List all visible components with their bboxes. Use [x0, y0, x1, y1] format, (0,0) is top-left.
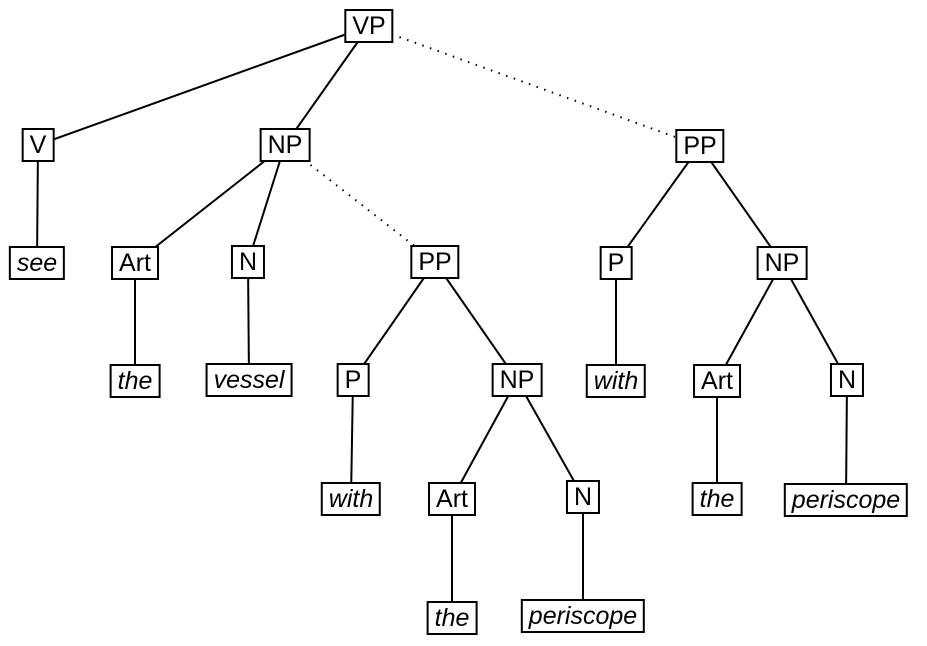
node-word-periscope-vp: periscope — [783, 483, 909, 517]
node-word-the-vp: the — [691, 482, 743, 516]
edge-ppnp-np — [434, 261, 518, 381]
edge-pnp-with — [350, 379, 354, 500]
edge-npnp-art — [451, 379, 518, 500]
node-n-object: N — [230, 245, 266, 279]
node-word-periscope-np: periscope — [520, 599, 646, 633]
node-np-np-pp: NP — [491, 363, 543, 397]
node-np-vp-pp: NP — [756, 246, 808, 280]
node-pp-vp-attach: PP — [675, 129, 725, 163]
edge-ppnp-p — [352, 261, 436, 381]
edge-ppvp-np — [699, 145, 783, 264]
node-word-with-vp: with — [585, 364, 647, 398]
node-art-np-pp: Art — [428, 482, 476, 516]
node-p-vp-pp: P — [599, 246, 633, 280]
edge-ppvp-p — [615, 145, 701, 264]
node-np-object: NP — [259, 128, 311, 162]
node-word-see: see — [8, 246, 66, 280]
edge-vp-v — [37, 25, 370, 146]
edge-npvp-n — [781, 262, 848, 381]
node-word-vessel: vessel — [205, 363, 293, 397]
node-p-np-pp: P — [336, 363, 370, 397]
node-n-np-pp: N — [565, 480, 601, 514]
node-art-vp-pp: Art — [693, 364, 741, 398]
node-v: V — [21, 128, 55, 162]
edge-nvp-periscope — [845, 379, 848, 501]
edge-vp-pp-dotted — [368, 25, 701, 147]
node-word-the-1: the — [109, 364, 161, 398]
edge-npvp-art — [716, 262, 783, 382]
node-word-the-np: the — [426, 601, 478, 635]
edge-vp-np — [284, 25, 370, 146]
node-art-object: Art — [111, 246, 159, 280]
edge-v-see — [36, 144, 39, 264]
edge-npnp-n — [516, 379, 584, 498]
edge-np-art — [134, 144, 286, 264]
node-word-with-np: with — [320, 482, 382, 516]
node-pp-np-attach: PP — [410, 245, 460, 279]
node-n-vp-pp: N — [829, 363, 865, 397]
edge-np-n — [247, 144, 286, 263]
node-vp: VP — [344, 9, 394, 43]
edge-n1-vessel — [247, 261, 250, 381]
